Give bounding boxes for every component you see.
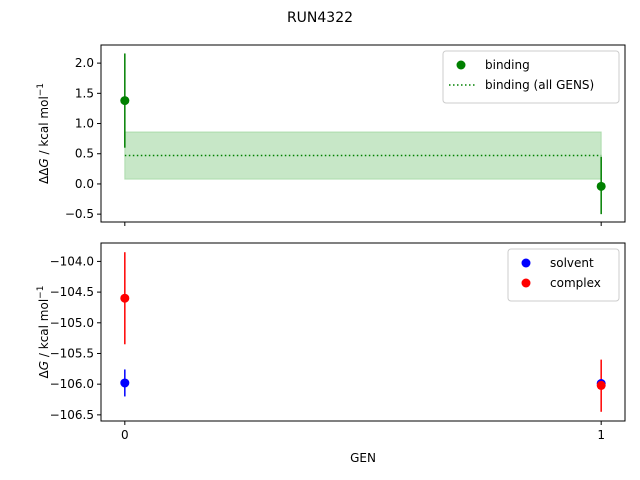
legend-label: complex — [550, 276, 601, 290]
y-tick-label: −104.5 — [50, 285, 94, 299]
legend-marker-solvent — [521, 258, 531, 268]
y-axis-label: ΔG / kcal mol−1 — [36, 286, 51, 379]
y-tick-label: 1.5 — [75, 86, 94, 100]
x-tick-label: 0 — [121, 428, 129, 442]
legend-label: solvent — [550, 256, 594, 270]
y-tick-label: 0.5 — [75, 147, 94, 161]
y-tick-label: 2.0 — [75, 56, 94, 70]
axes-frame — [100, 242, 626, 422]
legend-box — [507, 248, 620, 302]
legend: solvent complex — [507, 248, 620, 302]
bottom-panel: −106.5 −106.0 −105.5 −105.0 −104.5 −104.0 0 1GE… — [36, 242, 626, 465]
x-tick-label: 1 — [597, 428, 605, 442]
y-tick-label: −104.0 — [50, 254, 94, 268]
legend-marker-complex — [521, 278, 531, 288]
axes-frame — [100, 44, 626, 223]
y-tick-label: −0.5 — [65, 207, 94, 221]
legend-box — [442, 50, 620, 104]
y-tick-label: −105.5 — [50, 346, 94, 360]
solvent-point-0 — [120, 378, 130, 388]
legend: binding binding (all GENS) — [442, 50, 620, 104]
legend-marker-binding — [456, 60, 466, 70]
y-axis-label: ΔΔG / kcal mol−1 — [36, 83, 51, 184]
legend-label: binding — [485, 58, 530, 72]
y-tick-label: −105.0 — [50, 316, 94, 330]
y-tick-label: 1.0 — [75, 117, 94, 131]
legend-label: binding (all GENS) — [485, 78, 594, 92]
y-tick-label: 0.0 — [75, 177, 94, 191]
y-tick-label: −106.0 — [50, 377, 94, 391]
complex-point-0 — [120, 293, 130, 303]
x-axis-label: GEN — [350, 451, 376, 465]
binding-point-1 — [596, 181, 606, 191]
binding-point-0 — [120, 96, 130, 106]
complex-point-1 — [596, 380, 606, 390]
figure-title: RUN4322 — [287, 10, 353, 26]
y-tick-label: −106.5 — [50, 408, 94, 422]
